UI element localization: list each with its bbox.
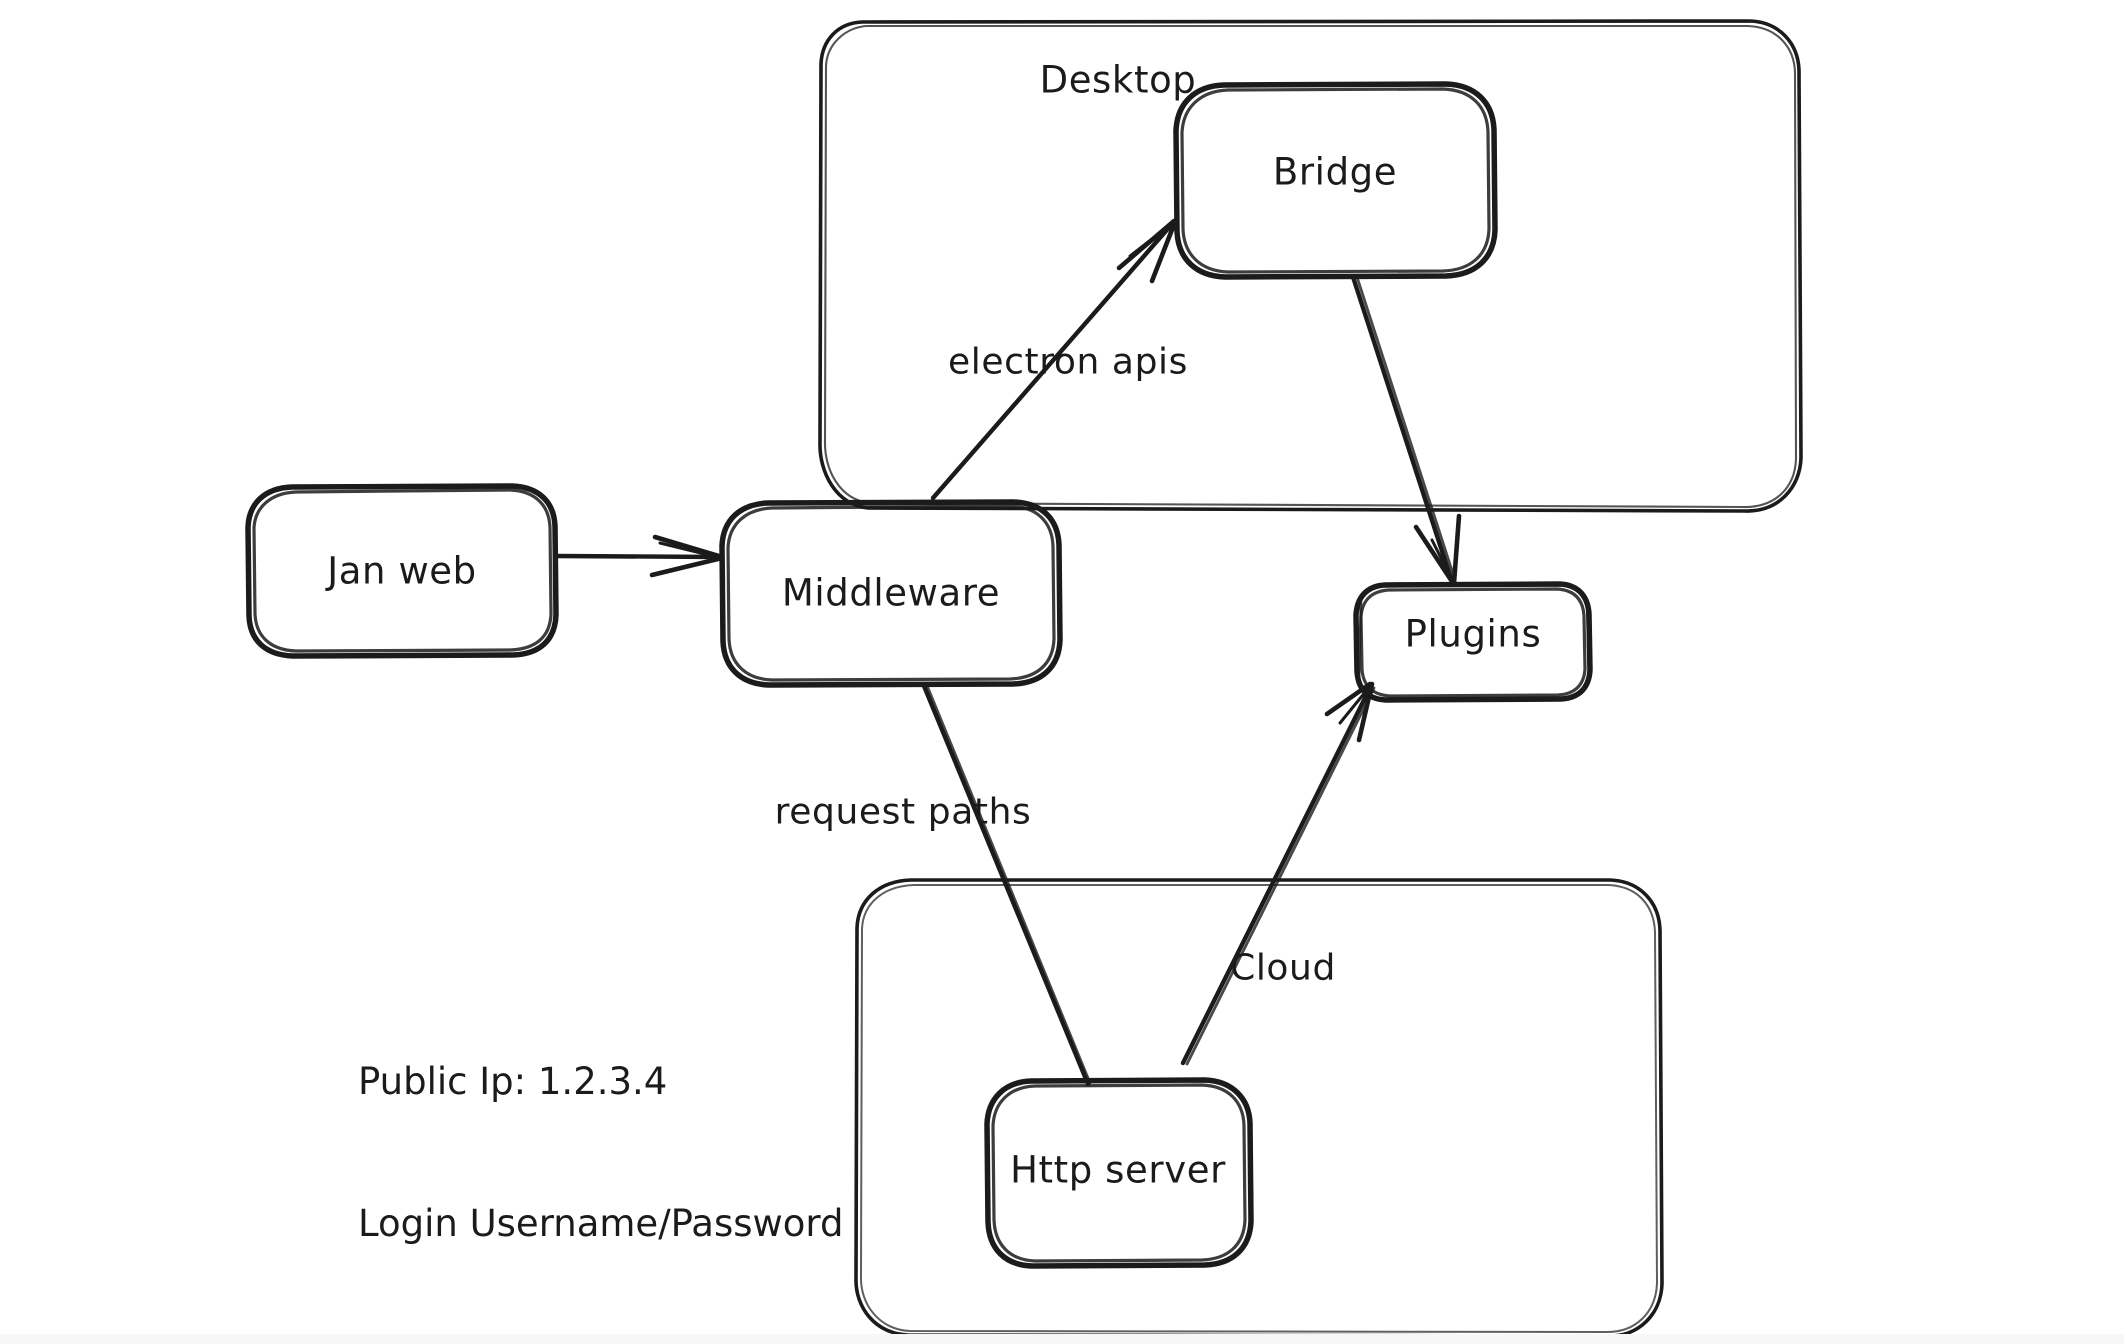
node-plugins[interactable] [1353,581,1593,703]
edge-label-cloud: Cloud [1230,947,1336,989]
note-line-login: Login Username/Password [358,1201,844,1245]
edge-middleware-to-bridge [930,218,1178,501]
edge-middleware-to-httpserver [921,683,1092,1087]
group-desktop [818,19,1803,513]
node-bridge[interactable] [1173,81,1498,280]
node-jan-web[interactable] [245,483,559,659]
edge-label-electron-apis: electron apis [948,341,1188,383]
node-label-plugins: Plugins [1404,612,1542,656]
edge-bridge-to-plugins [1350,274,1462,586]
connection-note: Public Ip: 1.2.3.4 Login Username/Passwo… [358,963,843,1342]
node-label-http-server: Http server [1010,1148,1226,1192]
edge-httpserver-to-plugins [1180,681,1376,1066]
edge-janweb-to-middleware [554,534,725,578]
group-cloud [854,878,1664,1338]
node-label-jan-web: Jan web [327,549,477,593]
node-http-server[interactable] [984,1077,1254,1269]
edge-label-request-paths: request paths [774,791,1032,833]
node-label-bridge: Bridge [1272,150,1398,194]
note-line-public-ip: Public Ip: 1.2.3.4 [358,1059,668,1103]
group-label-desktop: Desktop [1039,58,1197,102]
node-middleware[interactable] [719,499,1063,688]
node-label-middleware: Middleware [781,571,1001,615]
